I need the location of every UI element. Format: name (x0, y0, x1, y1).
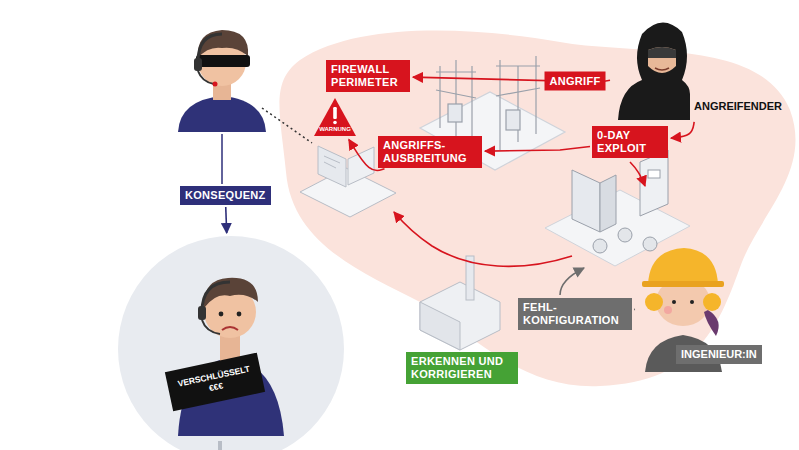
art-shape (642, 281, 724, 287)
node-text: FIREWALL PERIMETER (331, 63, 405, 89)
connector (633, 309, 636, 311)
art-shape (690, 300, 694, 304)
art-shape (324, 156, 340, 163)
art-shape (448, 104, 462, 122)
circle-outline (118, 236, 344, 450)
connector (671, 122, 694, 138)
recovery-arrow (394, 212, 572, 266)
art-shape (672, 300, 676, 304)
art-shape (213, 82, 218, 87)
art-shape (436, 90, 476, 98)
consequence-circle: VERSCHLÜSSELT €€€ (118, 236, 344, 450)
node-text: ANGRIFFS- AUSBREITUNG (383, 139, 477, 165)
network-region (279, 31, 795, 387)
art-shape (198, 34, 222, 62)
art-shape (618, 22, 690, 120)
art-shape (194, 58, 202, 71)
art-shape (535, 56, 536, 134)
art-shape (439, 66, 440, 128)
art-shape (196, 55, 250, 67)
art-shape (198, 30, 248, 58)
art-shape (664, 306, 672, 314)
misconfig-arrow (560, 268, 584, 295)
art-shape (506, 110, 520, 130)
art-shape (593, 239, 607, 253)
art-shape (655, 68, 669, 70)
engineer-node: INGENIEUR:IN (636, 238, 736, 373)
circle-shape (118, 236, 344, 450)
art-shape (704, 310, 719, 336)
art-shape (198, 71, 214, 84)
node-text: 0-DAY EXPLOIT (597, 129, 663, 155)
art-shape (324, 162, 336, 168)
art-shape (517, 66, 518, 142)
node-text: ERKENNEN UND KORRIGIEREN (411, 355, 513, 381)
consequence-line (221, 134, 223, 184)
art-shape (318, 146, 346, 187)
warning-shape (314, 98, 356, 136)
art-shape (648, 170, 660, 178)
art-shape (703, 293, 721, 311)
meter-room (545, 150, 690, 266)
art-shape (348, 147, 374, 185)
art-shape (420, 302, 460, 350)
node-text: FEHL- KONFIGURATION (523, 301, 627, 327)
art-shape (572, 170, 600, 232)
connector (225, 207, 228, 233)
firewall-tag: FIREWALL PERIMETER (326, 60, 410, 92)
art-shape (600, 175, 616, 232)
node-text: ANGREIFENDER (694, 100, 782, 113)
attacker-node: ANGREIFENDER (612, 8, 794, 120)
misconfig-tag: FEHL- KONFIGURATION (518, 298, 632, 330)
dotted-link (262, 108, 312, 143)
blindfolded-operator (178, 30, 266, 132)
art-shape (496, 65, 540, 66)
art-shape (178, 96, 266, 132)
art-shape (648, 248, 718, 284)
node-text: KONSEQUENZ (185, 189, 266, 202)
spread-tag: ANGRIFFS- AUSBREITUNG (378, 136, 482, 168)
art-shape (499, 60, 500, 150)
exploit-tag: 0-DAY EXPLOIT (592, 126, 668, 158)
art-shape (420, 282, 500, 350)
node-text: WARNUNG (313, 126, 357, 133)
warning-triangle: WARNUNG (313, 97, 357, 137)
art-shape (471, 66, 472, 144)
node-text: INGENIEUR:IN (676, 345, 762, 364)
exploit-arrow (630, 162, 645, 186)
consequence-tag: KONSEQUENZ (180, 186, 271, 205)
art-shape (648, 47, 676, 73)
exclamation-mark (333, 107, 337, 124)
detect-tag: ERKENNEN UND KORRIGIEREN (406, 352, 518, 384)
hacker-figure (618, 22, 690, 120)
art-shape (643, 237, 657, 251)
factory (420, 256, 500, 350)
connector (485, 147, 590, 152)
art-shape (618, 228, 632, 242)
art-shape (496, 88, 540, 96)
art-shape (648, 47, 676, 58)
edge-label: ANGRIFF (545, 72, 606, 91)
art-shape (436, 71, 476, 72)
art-shape (645, 293, 663, 311)
